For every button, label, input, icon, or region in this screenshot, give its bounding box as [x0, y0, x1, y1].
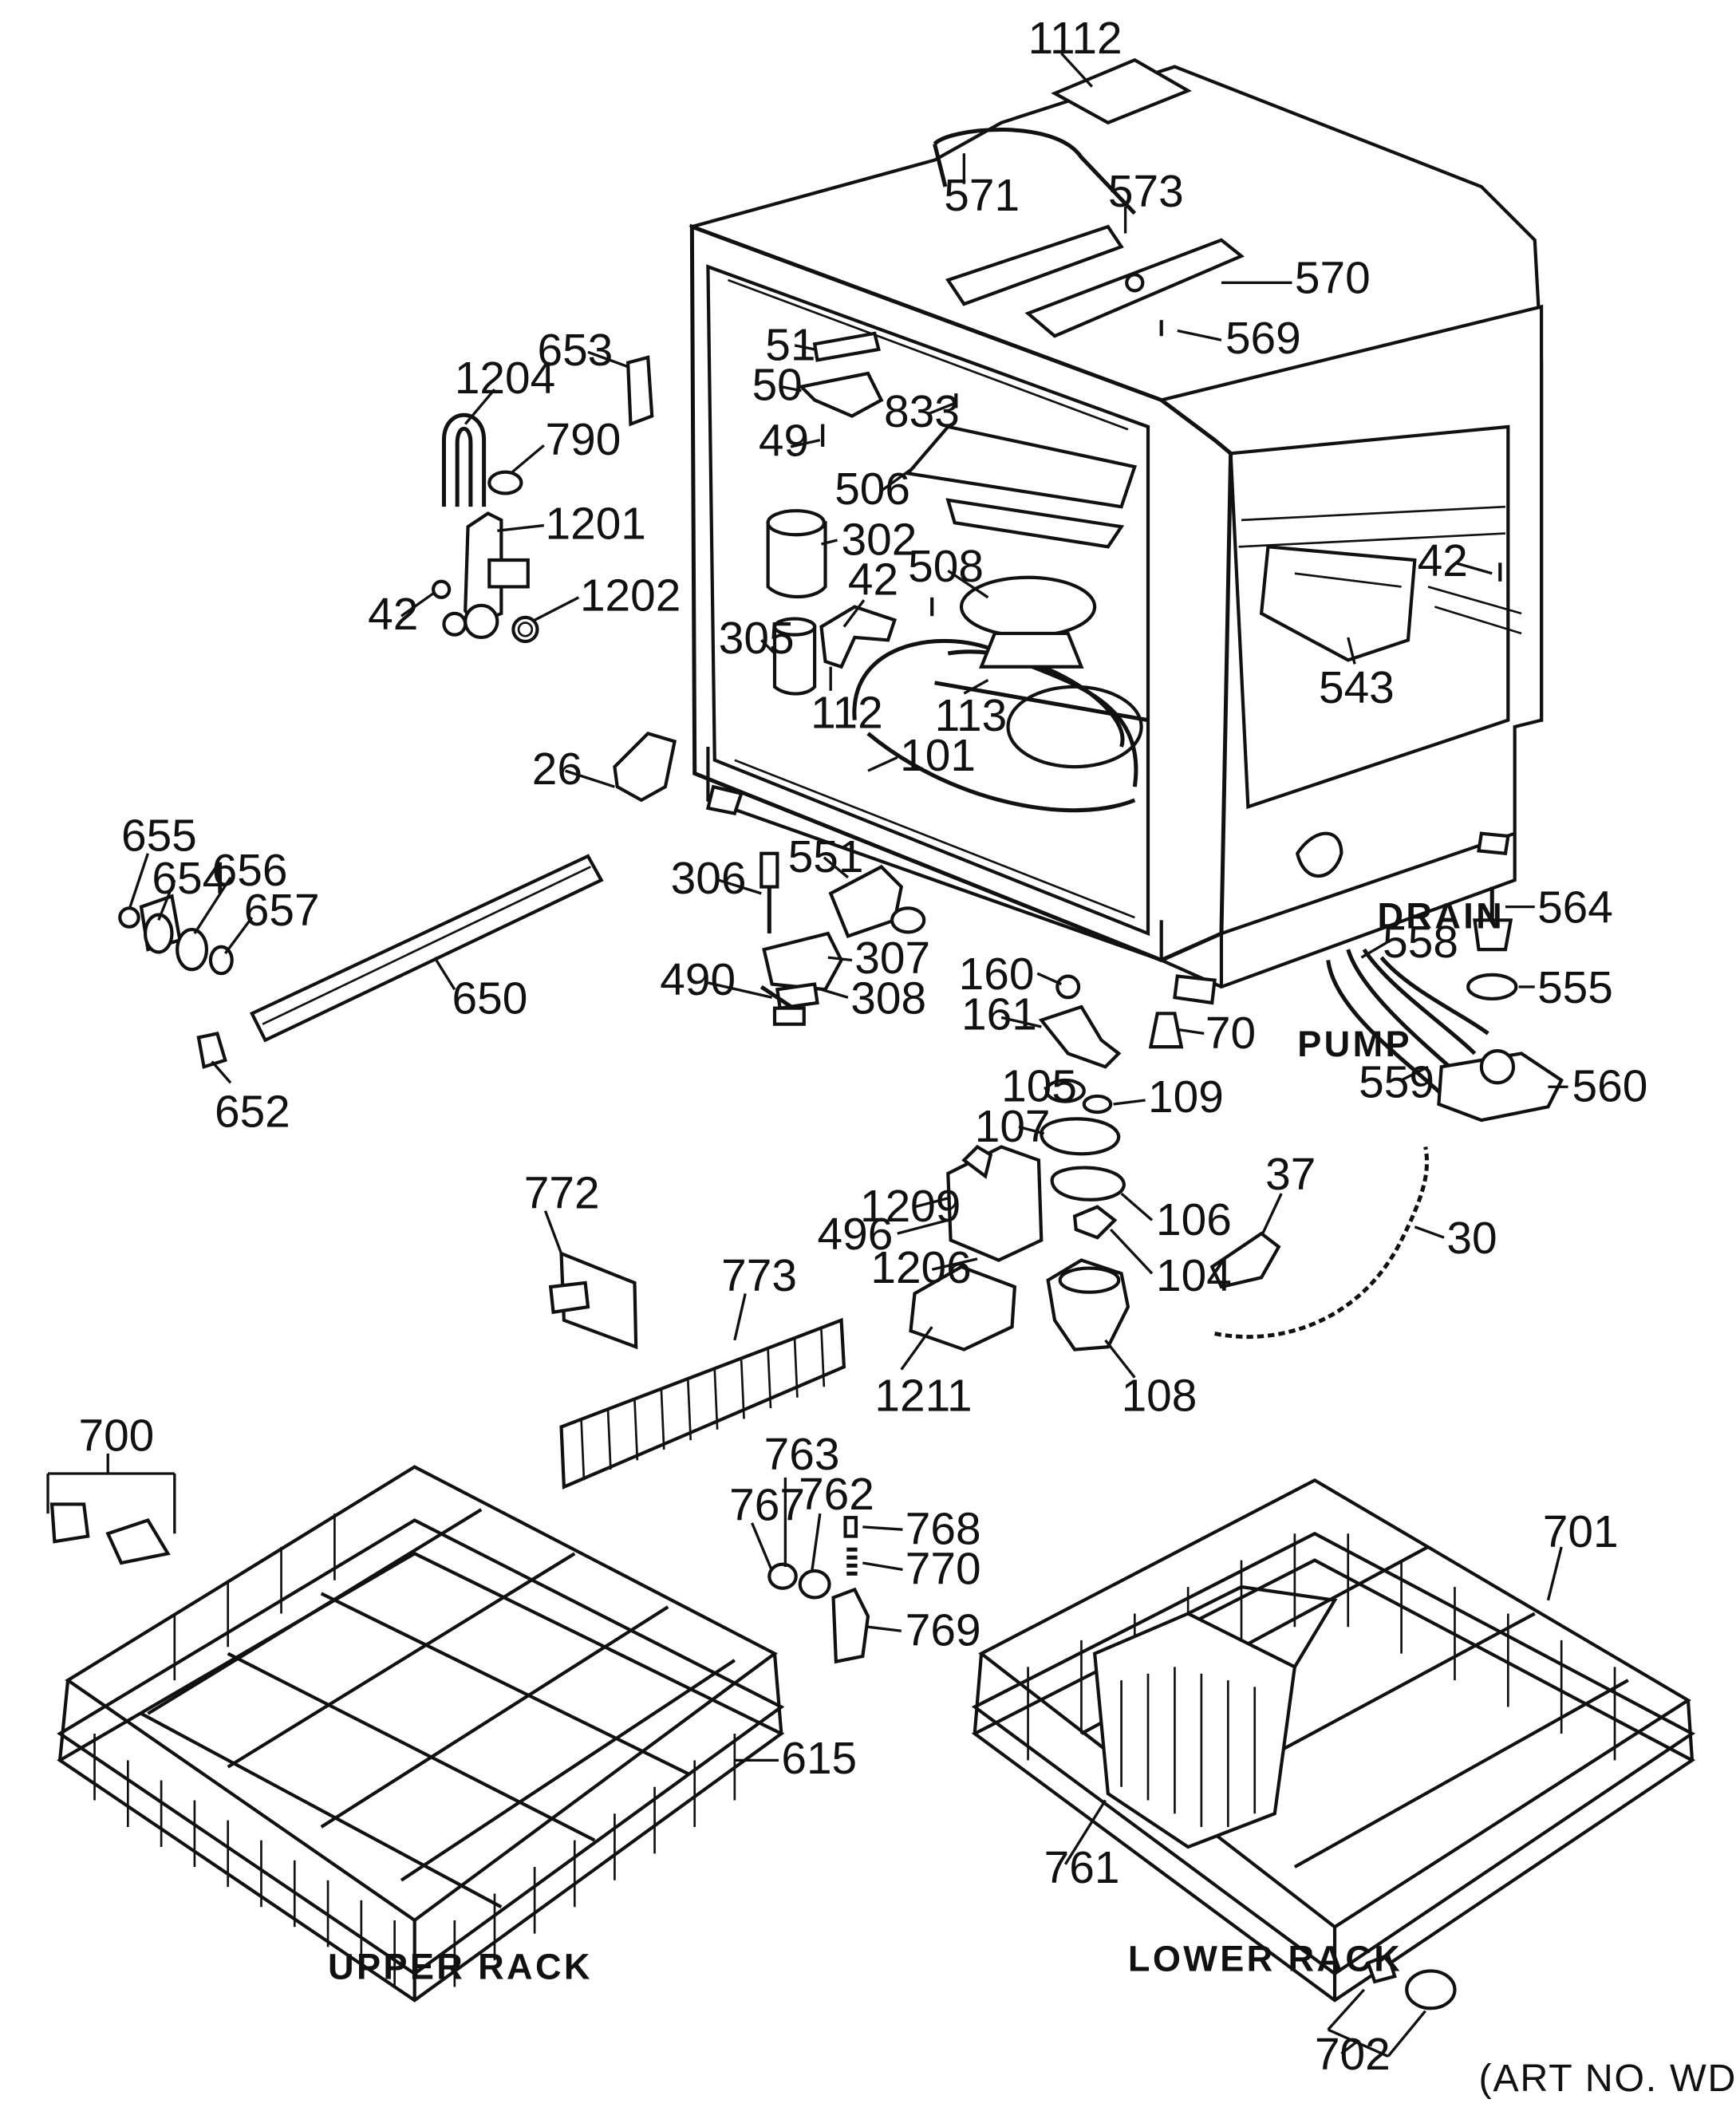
part-label-654: 654	[152, 854, 227, 904]
part-label-655: 655	[121, 811, 197, 861]
part-label-26: 26	[532, 744, 582, 795]
part-label-768: 768	[905, 1505, 981, 1555]
part-label-1211: 1211	[874, 1371, 972, 1421]
part-label-161: 161	[961, 989, 1037, 1040]
part-label-770: 770	[905, 1545, 981, 1595]
part-label-305: 305	[719, 614, 795, 664]
part-label-42-right: 42	[1418, 536, 1468, 586]
part-label-108: 108	[1122, 1371, 1197, 1421]
part-label-30: 30	[1446, 1213, 1497, 1264]
part-label-307: 307	[854, 933, 930, 984]
part-label-105: 105	[1001, 1062, 1077, 1112]
part-label-560: 560	[1572, 1062, 1648, 1112]
left-components	[118, 355, 1184, 1069]
part-label-615: 615	[781, 1734, 857, 1784]
part-label-761: 761	[1044, 1843, 1120, 1893]
drain-label: DRAIN	[1378, 895, 1505, 936]
section-labels: DRAIN PUMP UPPER RACK LOWER RACK (ART NO…	[328, 895, 1736, 2100]
part-label-833: 833	[884, 387, 960, 437]
part-label-490: 490	[660, 955, 736, 1005]
part-label-107: 107	[975, 1102, 1051, 1152]
pump-label: PUMP	[1297, 1024, 1412, 1064]
part-label-773: 773	[721, 1251, 797, 1301]
part-label-701: 701	[1543, 1507, 1619, 1557]
part-label-104: 104	[1156, 1251, 1232, 1301]
water-valve-stack	[909, 1078, 1430, 1352]
part-label-573: 573	[1108, 167, 1184, 217]
upper-rack-label: UPPER RACK	[328, 1946, 593, 1987]
part-label-506: 506	[834, 464, 910, 515]
part-label-302: 302	[842, 515, 917, 565]
part-label-790: 790	[545, 415, 621, 465]
part-label-570: 570	[1295, 254, 1371, 304]
part-label-106: 106	[1156, 1195, 1232, 1245]
part-label-306: 306	[671, 854, 747, 904]
part-label-702: 702	[1315, 2030, 1391, 2080]
rack-stop-parts	[767, 1516, 870, 1664]
part-label-70: 70	[1205, 1008, 1256, 1059]
part-label-42-center: 42	[848, 554, 898, 605]
part-label-559: 559	[1359, 1058, 1434, 1108]
part-label-653: 653	[537, 326, 613, 376]
part-label-112: 112	[811, 689, 883, 739]
part-label-42-valve: 42	[368, 590, 418, 640]
part-label-551: 551	[788, 832, 864, 882]
part-number-labels: 1112 571 573 570 569 653 1204 790 1201 1…	[78, 14, 1647, 2080]
part-label-160: 160	[959, 949, 1035, 1000]
leader-lines	[46, 52, 1568, 2058]
part-label-508: 508	[908, 542, 984, 592]
part-label-652: 652	[215, 1087, 290, 1137]
part-label-772: 772	[524, 1168, 600, 1218]
part-label-656: 656	[212, 846, 288, 896]
part-label-37: 37	[1265, 1150, 1316, 1200]
upper-rack	[49, 1465, 785, 2003]
part-label-51: 51	[765, 320, 815, 370]
art-number-label: (ART NO. WD7729)	[1479, 2057, 1736, 2100]
lower-rack-label: LOWER RACK	[1128, 1938, 1403, 1979]
part-label-1201: 1201	[545, 499, 645, 549]
part-label-569: 569	[1225, 314, 1301, 364]
lower-rack	[971, 1478, 1696, 2010]
part-label-558: 558	[1383, 917, 1458, 968]
part-label-113: 113	[935, 691, 1008, 741]
part-label-543: 543	[1319, 663, 1395, 713]
part-label-571: 571	[944, 171, 1020, 221]
part-label-555: 555	[1537, 963, 1613, 1013]
part-label-1204: 1204	[455, 353, 555, 404]
part-label-1202: 1202	[580, 571, 681, 621]
part-label-308: 308	[850, 973, 926, 1024]
part-label-1209: 1209	[860, 1182, 961, 1232]
part-label-50: 50	[752, 360, 803, 410]
part-label-101: 101	[900, 731, 976, 781]
part-label-496: 496	[817, 1209, 893, 1260]
part-label-657: 657	[244, 886, 320, 936]
part-label-564: 564	[1537, 883, 1613, 933]
part-label-1112: 1112	[1028, 14, 1122, 64]
part-label-650: 650	[452, 973, 527, 1024]
part-label-1206: 1206	[870, 1243, 971, 1293]
rack-accessories	[548, 1251, 846, 1490]
part-label-763: 763	[764, 1430, 840, 1480]
part-label-769: 769	[905, 1606, 981, 1656]
tub-assembly	[688, 57, 1544, 1005]
part-label-49: 49	[759, 416, 809, 467]
drain-pump-components	[1326, 886, 1564, 1123]
part-label-762: 762	[799, 1470, 874, 1520]
part-label-109: 109	[1148, 1072, 1224, 1123]
part-label-767: 767	[729, 1481, 805, 1531]
part-label-700: 700	[78, 1411, 154, 1462]
